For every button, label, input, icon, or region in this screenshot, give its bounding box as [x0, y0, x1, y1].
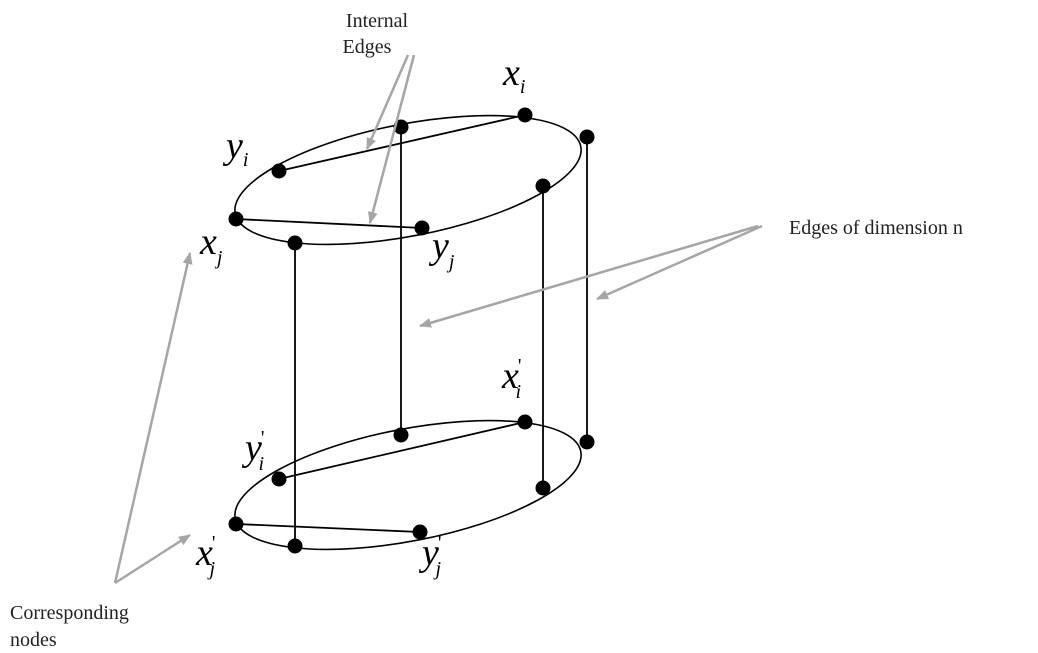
node [287, 235, 303, 251]
internal-edge-top-1 [278, 114, 526, 172]
node-label-x-j: xj [199, 221, 223, 269]
bottom-nodes [228, 414, 595, 554]
internal-edges-label-line2: Edges [343, 36, 392, 58]
corresponding-nodes-label-line1: Corresponding [10, 602, 129, 624]
node-label-x-i: xi [502, 52, 525, 98]
edges-of-dimension-label: Edges of dimension n [789, 217, 963, 239]
node-label-y-i-prime: y'i [241, 427, 264, 475]
node-label-x-j-prime: x'j [195, 532, 215, 580]
node [579, 129, 595, 145]
arrow-internal-edge-2 [367, 54, 416, 224]
node [412, 524, 428, 540]
annotation-arrows [113, 54, 763, 585]
node [579, 434, 595, 450]
node [271, 163, 287, 179]
internal-edge-top-2 [235, 218, 423, 229]
arrow-internal-edge-1 [365, 54, 410, 150]
node [287, 538, 303, 554]
node-label-x-i-prime: x'i [501, 355, 521, 403]
node-label-y-j-prime: y'j [418, 532, 441, 580]
node [414, 220, 430, 236]
arrow-corresponding-bottom [114, 533, 191, 585]
internal-edge-bottom-1 [278, 421, 526, 480]
node [393, 427, 409, 443]
arrow-dimension-edge-2 [596, 224, 763, 301]
internal-edge-bottom-2 [235, 523, 421, 533]
top-ellipse [234, 114, 582, 246]
arrow-corresponding-top [113, 252, 193, 584]
node [228, 516, 244, 532]
node [535, 178, 551, 194]
top-nodes [228, 107, 595, 251]
node-label-y-j: yj [428, 225, 455, 273]
node-label-y-i: yi [222, 125, 248, 171]
node [271, 471, 287, 487]
internal-edges-label-line1: Internal [346, 10, 409, 32]
node [517, 107, 533, 123]
node [517, 414, 533, 430]
node [228, 211, 244, 227]
arrow-dimension-edge-1 [419, 224, 759, 328]
corresponding-nodes-label-line2: nodes [10, 629, 57, 651]
node [535, 480, 551, 496]
